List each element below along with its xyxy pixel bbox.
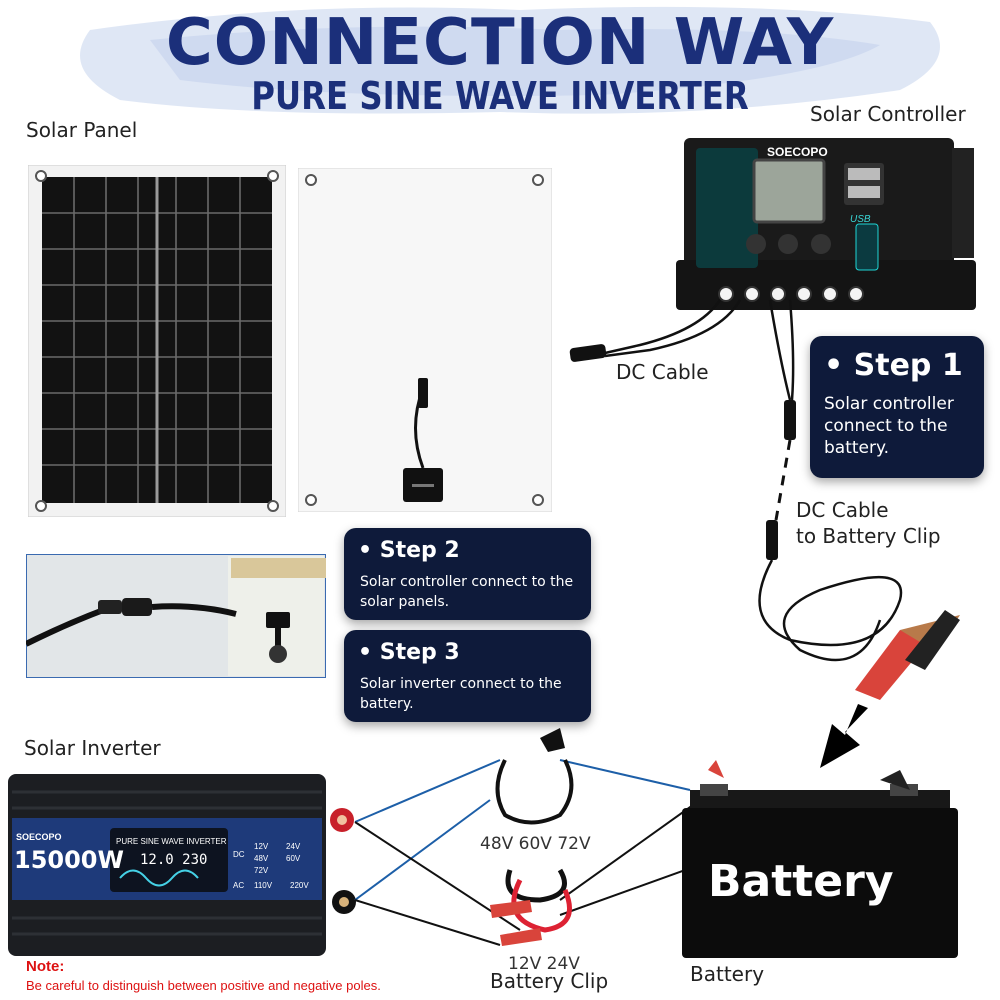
step-1-card: • Step 1 Solar controller connect to the… [810, 336, 984, 478]
step-2-title: • Step 2 [358, 538, 460, 563]
step-3-text-line1: Solar inverter connect to the [360, 676, 562, 692]
dc-cable-label: DC Cable [616, 360, 709, 384]
inverter-dc-opt3: 48V [254, 854, 269, 863]
dc-cable-battery-label-line1: DC Cable [796, 498, 889, 522]
inverter-dc-opt5: 72V [254, 866, 269, 875]
step-1-text-line1: Solar controller [824, 394, 954, 414]
step-2-bullet: • [358, 538, 380, 563]
page-title: CONNECTION WAY [165, 6, 835, 80]
step-3-bullet: • [358, 640, 380, 665]
inverter-dc-opt1: 12V [254, 842, 269, 851]
title-brush-stroke [80, 6, 940, 114]
solar-inverter-label: Solar Inverter [24, 736, 161, 760]
solar-panel-front-image [28, 165, 286, 517]
controller-usb-label: USB [850, 214, 871, 225]
step-2-text-line1: Solar controller connect to the [360, 574, 574, 590]
step-3-title-text: Step 3 [379, 640, 460, 665]
inverter-dc-opt4: 60V [286, 854, 301, 863]
voltage-high-label: 48V 60V 72V [480, 834, 591, 854]
inverter-dc-opt2: 24V [286, 842, 301, 851]
step-1-text-line3: battery. [824, 438, 890, 458]
step-2-title-text: Step 2 [379, 538, 460, 563]
solar-controller-label: Solar Controller [810, 102, 966, 126]
solar-inverter-image [8, 774, 326, 956]
page-subtitle: PURE SINE WAVE INVERTER [251, 74, 749, 118]
dc-cable-battery-label-line2: to Battery Clip [796, 524, 941, 548]
solar-panel-back-image [298, 168, 552, 512]
note-text: Be careful to distinguish between positi… [26, 978, 381, 993]
solar-panel-label: Solar Panel [26, 118, 138, 142]
voltage-low-label: 12V 24V [508, 954, 580, 974]
inverter-ac-opt2: 220V [290, 881, 309, 890]
inverter-ac-label: AC [233, 881, 245, 890]
step-2-text-line2: solar panels. [360, 594, 450, 610]
inverter-ac-opt1: 110V [254, 881, 273, 890]
step-1-title: • Step 1 [824, 348, 963, 383]
inverter-display-values: 12.0 230 [140, 852, 208, 868]
step-3-title: • Step 3 [358, 640, 460, 665]
step-1-text-line2: connect to the [824, 416, 948, 436]
step-1-title-text: Step 1 [853, 348, 963, 383]
battery-clip-label: Battery Clip [490, 969, 609, 993]
battery-label: Battery [690, 962, 765, 986]
solar-controller-image [676, 138, 976, 310]
controller-brand: SOECOPO [767, 145, 828, 159]
inverter-brand: SOECOPO [16, 832, 62, 842]
battery-body-text: Battery [708, 856, 894, 907]
step-1-bullet: • [824, 348, 854, 383]
connector-photo [26, 554, 326, 678]
inverter-power: 15000W [14, 846, 124, 874]
inverter-model-title: PURE SINE WAVE INVERTER [116, 837, 227, 846]
step-2-card: • Step 2 Solar controller connect to the… [344, 528, 591, 620]
note-label: Note: [26, 958, 65, 975]
step-3-card: • Step 3 Solar inverter connect to the b… [344, 630, 591, 722]
inverter-dc-label: DC [233, 850, 245, 859]
step-3-text-line2: battery. [360, 696, 414, 712]
